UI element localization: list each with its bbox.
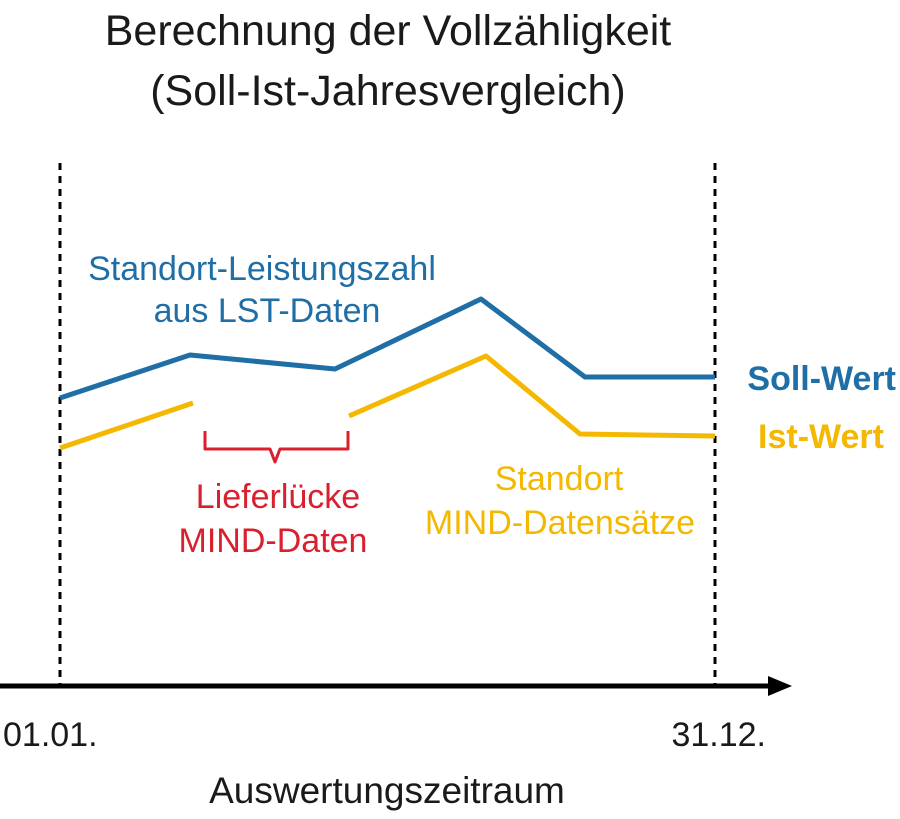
- soll-description-line-1: Standort-Leistungszahl: [88, 250, 436, 288]
- axis-end-label: 31.12.: [671, 716, 766, 754]
- axis-start-label: 01.01.: [3, 716, 98, 754]
- gap-label-line-1: Lieferlücke: [196, 478, 360, 516]
- time-axis-arrow-icon: [768, 676, 792, 696]
- axis-title: Auswertungszeitraum: [209, 770, 565, 811]
- ist-description-line-2: MIND-Datensätze: [425, 504, 695, 542]
- title-line-2: (Soll-Ist-Jahresvergleich): [150, 67, 626, 115]
- ist-value-label: Ist-Wert: [758, 418, 884, 456]
- ist-description-line-1: Standort: [495, 460, 624, 498]
- ist-line-segment-2: [347, 353, 716, 439]
- title-line-1: Berechnung der Vollzähligkeit: [105, 7, 672, 55]
- gap-brace: [203, 431, 350, 464]
- soll-line: [59, 296, 715, 401]
- ist-line-segment-1: [59, 400, 194, 451]
- soll-description-line-2: aus LST-Daten: [154, 292, 381, 330]
- soll-value-label: Soll-Wert: [747, 360, 896, 398]
- gap-label-line-2: MIND-Daten: [179, 522, 368, 560]
